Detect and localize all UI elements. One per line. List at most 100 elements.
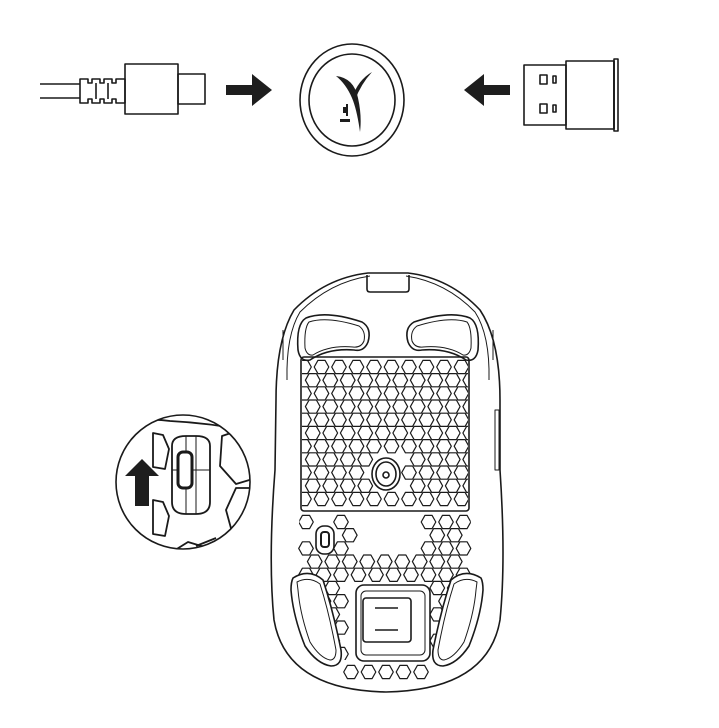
honeycomb-cell <box>366 491 382 507</box>
honeycomb-cell <box>418 491 435 507</box>
honeycomb-cell <box>453 465 468 480</box>
honeycomb-panel <box>300 356 470 512</box>
honeycomb-cell <box>341 554 358 569</box>
honeycomb-cell <box>331 465 347 480</box>
honeycomb-cell <box>392 399 409 414</box>
honeycomb-cell <box>436 412 452 427</box>
honeycomb-cell <box>298 514 314 530</box>
honeycomb-cell <box>360 664 377 680</box>
honeycomb-cell <box>401 465 417 480</box>
honeycomb-cell <box>348 359 365 375</box>
honeycomb-cell <box>444 399 461 414</box>
honeycomb-cell <box>383 359 400 375</box>
honeycomb-cell <box>383 386 400 401</box>
honeycomb-cell <box>331 491 347 507</box>
honeycomb-cell <box>313 491 330 507</box>
honeycomb-cell <box>429 580 446 596</box>
usb-dongle-icon <box>523 58 619 132</box>
arrow-right-icon <box>226 74 272 106</box>
honeycomb-cell <box>427 399 444 414</box>
honeycomb-cell <box>436 465 452 480</box>
honeycomb-cell <box>418 359 435 375</box>
honeycomb-cell <box>455 541 472 556</box>
honeycomb-cell <box>411 554 428 569</box>
honeycomb-cell <box>427 452 444 467</box>
honeycomb-cell <box>322 399 339 414</box>
honeycomb-cell <box>348 439 365 454</box>
honeycomb-cell <box>374 425 391 441</box>
sensor-icon <box>371 457 401 491</box>
honeycomb-cell <box>453 491 468 507</box>
honeycomb-cell <box>409 478 426 493</box>
honeycomb-cell <box>420 567 437 583</box>
honeycomb-cell <box>436 386 452 401</box>
honeycomb-cell <box>348 465 365 480</box>
honeycomb-cell <box>298 541 314 556</box>
honeycomb-cell <box>376 554 393 569</box>
honeycomb-cell <box>444 478 461 493</box>
honeycomb-cell <box>359 554 376 569</box>
mouse-underside-icon <box>270 272 504 693</box>
honeycomb-cell <box>444 452 461 467</box>
honeycomb-cell <box>378 664 394 680</box>
honeycomb-cell <box>357 425 374 441</box>
honeycomb-cell <box>339 373 356 388</box>
honeycomb-cell <box>374 399 391 414</box>
honeycomb-cell <box>409 399 426 414</box>
honeycomb-cell <box>462 373 468 388</box>
honeycomb-cell <box>339 478 356 493</box>
honeycomb-cell <box>302 465 312 480</box>
honeycomb-cell <box>409 452 426 467</box>
honeycomb-cell <box>366 359 382 375</box>
honeycomb-cell <box>322 425 339 441</box>
arrow-left-icon <box>464 74 510 106</box>
honeycomb-cell <box>462 399 468 414</box>
honeycomb-cell <box>304 399 321 414</box>
honeycomb-cell <box>331 412 347 427</box>
honeycomb-cell <box>462 425 468 441</box>
honeycomb-cell <box>438 567 454 583</box>
honeycomb-cell <box>341 527 358 543</box>
honeycomb-cell <box>366 386 382 401</box>
hyperx-logo-icon <box>336 72 372 132</box>
honeycomb-cell <box>304 373 321 388</box>
honeycomb-cell <box>401 491 417 507</box>
honeycomb-cell <box>401 359 417 375</box>
honeycomb-cell <box>304 425 321 441</box>
honeycomb-cell <box>322 478 339 493</box>
honeycomb-cell <box>302 439 312 454</box>
honeycomb-cell <box>395 664 412 680</box>
honeycomb-cell <box>333 541 349 556</box>
honeycomb-cell <box>453 439 468 454</box>
honeycomb-cell <box>313 359 330 375</box>
honeycomb-cell <box>444 425 461 441</box>
honeycomb-cell <box>455 514 472 530</box>
honeycomb-cell <box>357 399 374 414</box>
honeycomb-cell <box>302 359 312 375</box>
honeycomb-cell <box>453 359 468 375</box>
usb-c-cable-icon <box>40 63 206 115</box>
honeycomb-cell <box>304 478 321 493</box>
honeycomb-cell <box>403 567 419 583</box>
honeycomb-cell <box>436 491 452 507</box>
honeycomb-cell <box>348 386 365 401</box>
honeycomb-cell <box>413 664 429 680</box>
honeycomb-cell <box>333 567 349 583</box>
honeycomb-cell <box>462 452 468 467</box>
honeycomb-cell <box>418 386 435 401</box>
honeycomb-cell <box>446 527 463 543</box>
honeycomb-cell <box>313 439 330 454</box>
honeycomb-cell <box>436 359 452 375</box>
honeycomb-cell <box>429 554 446 569</box>
honeycomb-cell <box>401 439 417 454</box>
honeycomb-cell <box>436 439 452 454</box>
honeycomb-cell <box>383 439 400 454</box>
honeycomb-cell <box>374 373 391 388</box>
honeycomb-cell <box>302 412 312 427</box>
honeycomb-cell <box>438 541 454 556</box>
honeycomb-cell <box>444 373 461 388</box>
honeycomb-cell <box>313 386 330 401</box>
honeycomb-cell <box>333 593 349 609</box>
honeycomb-cell <box>306 554 323 569</box>
